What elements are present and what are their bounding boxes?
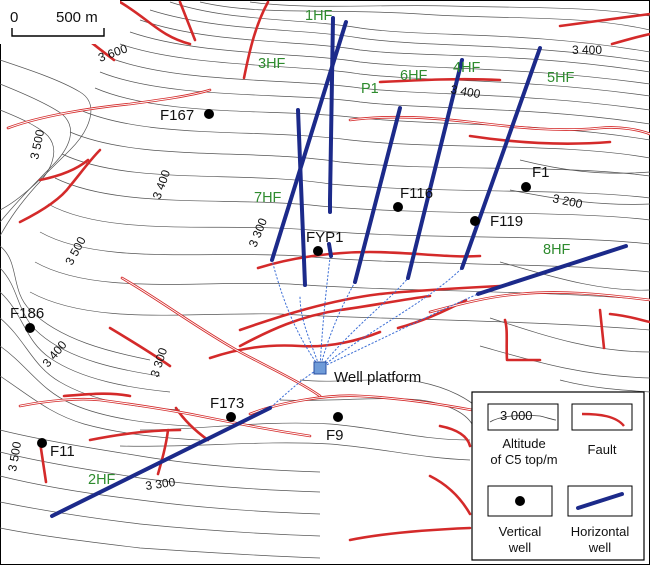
scale-bar-right-label: 500 m xyxy=(56,9,98,26)
well-label-f167: F167 xyxy=(160,107,194,124)
legend-horizontal-line xyxy=(576,492,624,510)
well-dot-fyp1 xyxy=(313,246,323,256)
legend-vertical-text-2: well xyxy=(508,540,532,555)
hf-label-8hf: 8HF xyxy=(543,242,571,258)
well-6hf xyxy=(406,58,464,280)
well-dot-f173 xyxy=(226,412,236,422)
legend-contour-box xyxy=(487,403,559,431)
well-dot-f167 xyxy=(204,109,214,119)
well-label-f116: F116 xyxy=(400,185,433,202)
legend-vertical-dot xyxy=(515,496,525,506)
well-dot-f11 xyxy=(37,438,47,448)
hf-label-3hf: 3HF xyxy=(258,56,286,72)
well-label-f186: F186 xyxy=(10,305,44,322)
well-label-f119: F119 xyxy=(490,213,523,230)
scale-bar: 0 500 m xyxy=(0,0,120,44)
legend-horizontal-text-1: Horizontal xyxy=(571,524,630,539)
contour-label: 3 400 xyxy=(572,43,602,57)
legend: 3 000 Altitude of C5 top/m Fault Vertica… xyxy=(471,391,645,561)
vertical-wells xyxy=(25,109,531,448)
legend-contour-sample: 3 000 xyxy=(500,408,533,423)
hf-label-1hf: 1HF xyxy=(305,8,333,24)
well-label-fyp1: FYP1 xyxy=(306,229,344,246)
legend-fault-box xyxy=(571,403,633,431)
well-7hf xyxy=(270,20,348,262)
well-3hf xyxy=(296,108,307,287)
hf-label-4hf: 4HF xyxy=(453,60,481,76)
well-trajectories xyxy=(269,257,479,409)
legend-vertical-text-1: Vertical xyxy=(499,524,542,539)
well-dot-f9 xyxy=(333,412,343,422)
hf-label-7hf: 7HF xyxy=(254,190,282,206)
horizontal-wells xyxy=(50,16,628,518)
well-dot-f119 xyxy=(470,216,480,226)
faults xyxy=(6,0,650,542)
well-dot-f116 xyxy=(393,202,403,212)
well-2hf xyxy=(50,406,272,518)
legend-contour-text-1: Altitude xyxy=(502,436,545,451)
hf-label-2hf: 2HF xyxy=(88,472,116,488)
legend-fault-text: Fault xyxy=(588,442,617,457)
well-8hf xyxy=(476,244,628,296)
well-label-f11: F11 xyxy=(50,443,75,460)
scale-bar-left-label: 0 xyxy=(10,9,18,26)
well-label-f1: F1 xyxy=(532,164,550,181)
well-platform-marker xyxy=(313,361,327,375)
contour-label: 3 500 xyxy=(5,440,24,472)
contour-label: 3 400 xyxy=(449,82,481,101)
well-dot-f186 xyxy=(25,323,35,333)
hf-label-6hf: 6HF xyxy=(400,68,428,84)
legend-contour-text-2: of C5 top/m xyxy=(490,452,557,467)
well-5hf xyxy=(460,46,542,270)
legend-horizontal-text-2: well xyxy=(588,540,612,555)
legend-vertical-box xyxy=(487,485,553,517)
contour-label: 3 500 xyxy=(27,128,47,161)
well-1hf xyxy=(328,16,335,202)
hf-label-p1: P1 xyxy=(361,81,379,97)
well-label-f173: F173 xyxy=(210,395,244,412)
contour-label: 3 300 xyxy=(144,475,176,493)
contour-label: 3 200 xyxy=(551,191,584,211)
well-platform-label: Well platform xyxy=(334,369,421,386)
well-label-f9: F9 xyxy=(326,427,344,444)
well-dot-f1 xyxy=(521,182,531,192)
hf-label-5hf: 5HF xyxy=(547,70,575,86)
well-p1 xyxy=(353,106,402,284)
